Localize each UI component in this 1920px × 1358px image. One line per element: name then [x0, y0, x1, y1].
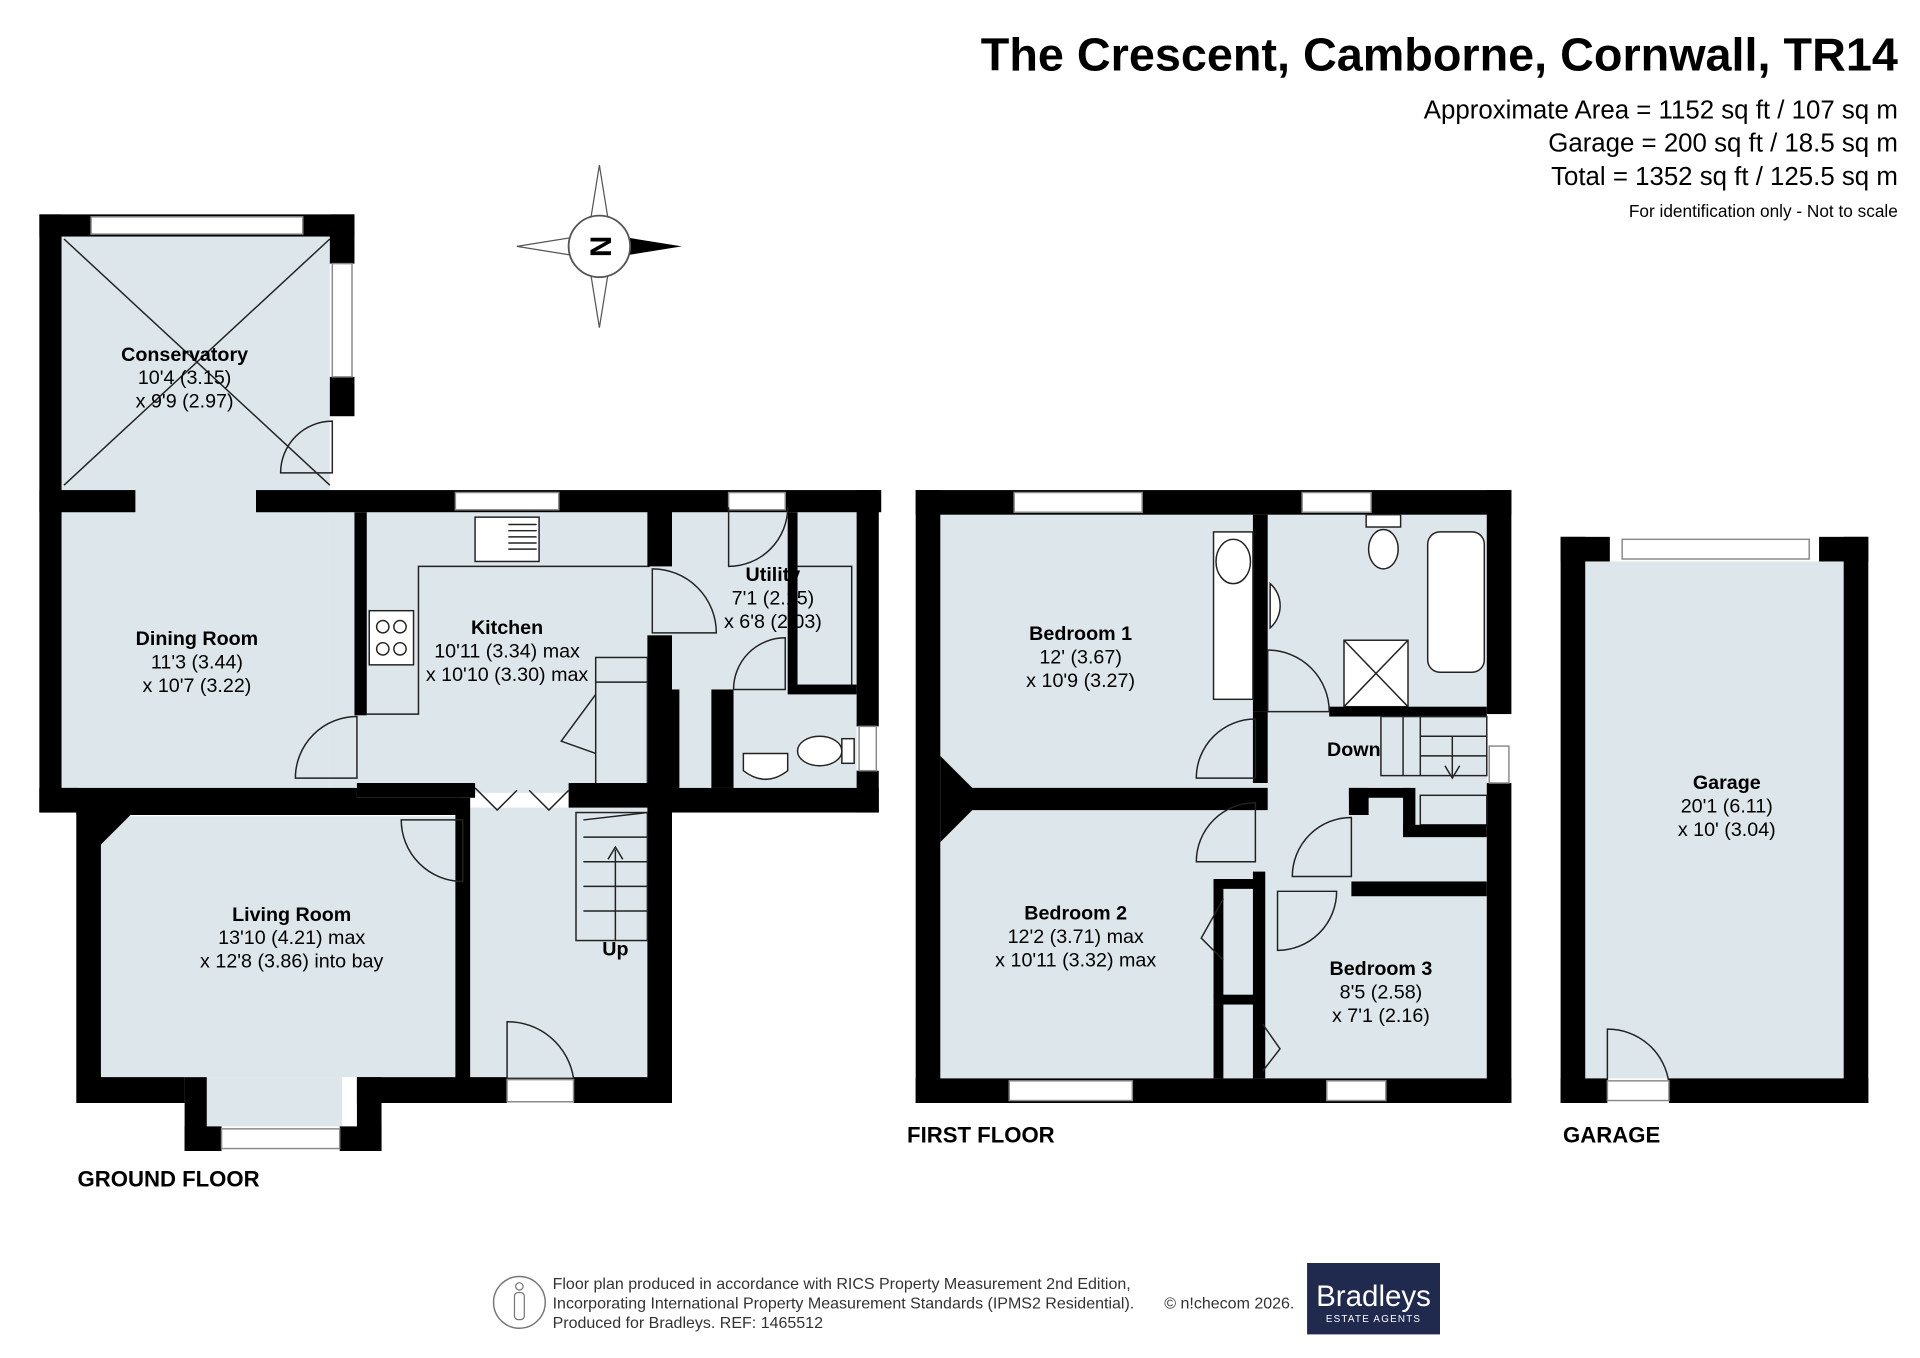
- kitchen-name: Kitchen: [471, 617, 543, 639]
- living-room-name: Living Room: [232, 904, 351, 926]
- wc-door[interactable]: [732, 637, 786, 691]
- utility-dim-2: x 6'8 (2.03): [724, 611, 822, 633]
- bedroom-1-window: [1013, 491, 1143, 513]
- bedroom-2-dim-1: 12'2 (3.71) max: [1008, 926, 1144, 948]
- airing-cupboard-door[interactable]: [1291, 816, 1353, 878]
- dining-room-name: Dining Room: [136, 628, 258, 650]
- bathroom-window: [1301, 491, 1372, 513]
- vanity-basin-icon: [1215, 538, 1252, 585]
- garage-dim-2: x 10' (3.04): [1678, 819, 1776, 841]
- logo-name: Bradleys: [1316, 1280, 1431, 1313]
- bedroom-1-name: Bedroom 1: [1029, 623, 1132, 645]
- bradleys-logo: Bradleys ESTATE AGENTS: [1307, 1263, 1440, 1335]
- first-floor-label: FIRST FLOOR: [907, 1122, 1055, 1147]
- bedroom-1-dim-1: 12' (3.67): [1039, 647, 1122, 669]
- bedroom-1-door[interactable]: [1195, 718, 1257, 779]
- garage-door-opening: [1621, 538, 1810, 560]
- toilet-icon: [1367, 528, 1399, 570]
- basin-icon: [1269, 581, 1281, 630]
- compass-north-letter: N: [583, 236, 616, 257]
- kitchen-dim-1: 10'11 (3.34) max: [434, 640, 580, 662]
- bedroom-3-door[interactable]: [1276, 890, 1338, 952]
- utility-dim-1: 7'1 (2.15): [732, 588, 815, 610]
- conservatory-dim-1: 10'4 (3.15): [138, 367, 232, 389]
- first-floor-plan: Bedroom 1 12' (3.67) x 10'9 (3.27) Bedro…: [907, 490, 1512, 1147]
- bathroom-door[interactable]: [1266, 649, 1330, 713]
- living-bay-window: [220, 1128, 341, 1150]
- footer-line-1: Floor plan produced in accordance with R…: [553, 1276, 1131, 1293]
- stairs-up-label: Up: [602, 938, 628, 960]
- dining-door[interactable]: [294, 715, 358, 779]
- garage-area: Garage = 200 sq ft / 18.5 sq m: [1548, 130, 1898, 158]
- garage-plan: Garage 20'1 (6.11) x 10' (3.04) GARAGE: [1560, 536, 1869, 1147]
- conservatory-window-top: [90, 216, 304, 235]
- approximate-area: Approximate Area = 1152 sq ft / 107 sq m: [1424, 96, 1898, 124]
- bedroom-3-dim-1: 8'5 (2.58): [1340, 981, 1423, 1003]
- utility-door[interactable]: [651, 568, 718, 634]
- kitchen-dim-2: x 10'10 (3.30) max: [426, 664, 589, 686]
- conservatory-floor: [61, 236, 330, 791]
- ground-floor-label: GROUND FLOOR: [78, 1167, 260, 1192]
- garage-dim-1: 20'1 (6.11): [1681, 796, 1773, 818]
- hob-icon: [368, 609, 415, 666]
- bedroom-2-dim-2: x 10'11 (3.32) max: [995, 949, 1156, 971]
- garage-door-threshold: [1606, 1080, 1670, 1102]
- bath-icon: [1426, 531, 1486, 673]
- living-room-dim-2: x 12'8 (3.86) into bay: [200, 951, 383, 973]
- bedroom-3-name: Bedroom 3: [1330, 958, 1433, 980]
- header: The Crescent, Camborne, Cornwall, TR14 A…: [981, 28, 1898, 220]
- utility-window-side: [858, 725, 878, 772]
- garage-label: GARAGE: [1563, 1122, 1660, 1147]
- conservatory-door[interactable]: [279, 420, 334, 474]
- compass-icon: N: [516, 165, 682, 328]
- conservatory-name: Conservatory: [121, 344, 248, 366]
- utility-name: Utility: [746, 564, 801, 586]
- landing-window: [1488, 745, 1510, 784]
- copyright-text: © n!checom 2026.: [1164, 1296, 1294, 1313]
- basin-icon: [742, 752, 789, 781]
- garage-name: Garage: [1693, 772, 1761, 794]
- footer-line-3: Produced for Bradleys. REF: 1465512: [553, 1315, 823, 1332]
- footer: Floor plan produced in accordance with R…: [492, 1263, 1440, 1335]
- rics-person-icon: [492, 1275, 546, 1329]
- dining-room-dim-1: 11'3 (3.44): [151, 652, 243, 674]
- bedroom-1-dim-2: x 10'9 (3.27): [1026, 670, 1135, 692]
- footer-line-2: Incorporating International Property Mea…: [553, 1296, 1135, 1313]
- conservatory-dim-2: x 9'9 (2.97): [136, 391, 234, 413]
- scale-disclaimer: For identification only - Not to scale: [1629, 201, 1898, 221]
- ground-floor-plan: Conservatory 10'4 (3.15) x 9'9 (2.97) Di…: [39, 214, 882, 1192]
- bedroom-3-dim-2: x 7'1 (2.16): [1332, 1005, 1430, 1027]
- bay-floor: [206, 1077, 343, 1127]
- bedroom-3-window: [1326, 1080, 1387, 1102]
- front-door-threshold: [506, 1078, 575, 1103]
- property-title: The Crescent, Camborne, Cornwall, TR14: [981, 28, 1898, 80]
- living-room-dim-1: 13'10 (4.21) max: [218, 927, 365, 949]
- garage-floor: [1585, 561, 1844, 1079]
- kitchen-utility-floor: [329, 512, 857, 793]
- dining-room-dim-2: x 10'7 (3.22): [143, 675, 252, 697]
- bedroom-2-window: [1008, 1080, 1134, 1102]
- living-room-floor: [100, 816, 468, 1078]
- bedroom-2-name: Bedroom 2: [1024, 903, 1127, 925]
- bedroom-2-door[interactable]: [1195, 801, 1257, 863]
- front-door[interactable]: [506, 1021, 575, 1080]
- utility-window: [727, 491, 786, 511]
- conservatory-window-side: [331, 262, 353, 378]
- stairs-down-label: Down: [1327, 739, 1381, 761]
- logo-subtitle: ESTATE AGENTS: [1326, 1314, 1421, 1325]
- total-area: Total = 1352 sq ft / 125.5 sq m: [1551, 163, 1898, 191]
- living-room-door[interactable]: [400, 819, 464, 883]
- kitchen-window: [454, 491, 560, 511]
- wc-icon: [796, 735, 843, 767]
